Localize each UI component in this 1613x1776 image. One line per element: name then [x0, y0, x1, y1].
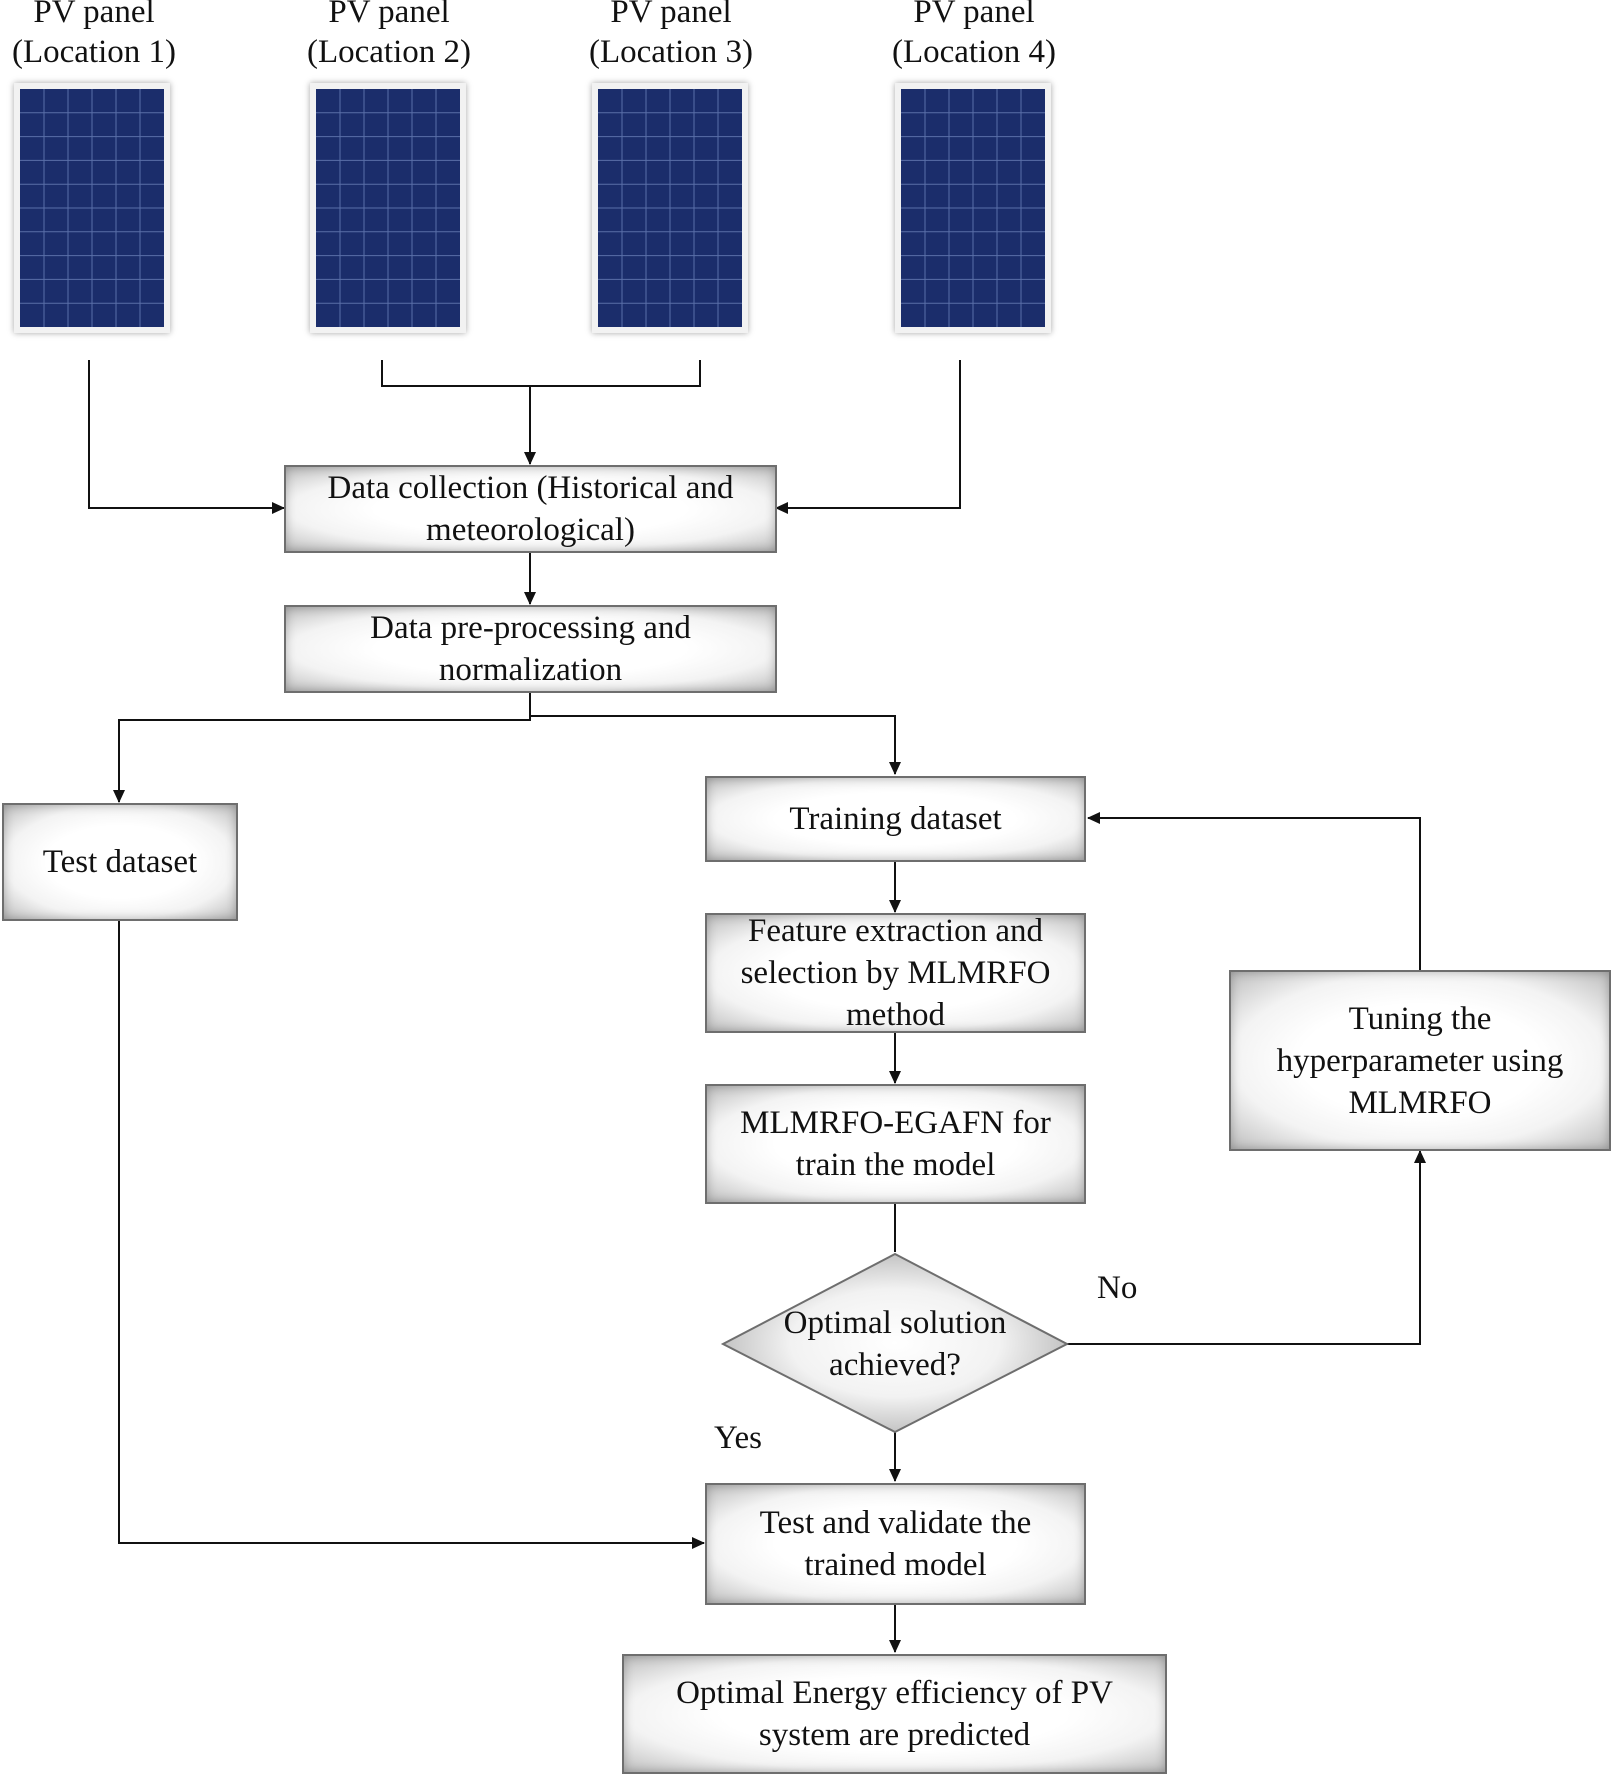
pv-panel-label-1: PV panel (Location 1) — [0, 0, 194, 72]
result-line1: Optimal Energy efficiency of PV — [676, 1675, 1113, 1711]
decision-diamond — [720, 1252, 1070, 1434]
edge-decision-no-to-tuning — [1067, 1150, 1426, 1345]
result-line2: system are predicted — [758, 1717, 1031, 1753]
decision-text: Optimal solution achieved? — [755, 1302, 1035, 1386]
pv-panel-location: (Location 4) — [891, 34, 1057, 70]
tuning-box: Tuning the hyperparameter using MLMRFO — [1229, 970, 1611, 1151]
pv-panel-label-4: PV panel (Location 4) — [874, 0, 1074, 72]
data-collection-box: Data collection (Historical and meteorol… — [284, 465, 777, 553]
test-dataset-box: Test dataset — [2, 803, 238, 921]
preprocessing-line1: Data pre-processing and — [370, 610, 691, 646]
train-model-box: MLMRFO-EGAFN for train the model — [705, 1084, 1086, 1204]
training-dataset-box: Training dataset — [705, 776, 1086, 862]
validate-line2: trained model — [804, 1547, 987, 1583]
pv-panel-location: (Location 3) — [588, 34, 754, 70]
pv-panel-location: (Location 2) — [306, 34, 472, 70]
pv-panel-title: PV panel — [328, 0, 450, 30]
data-collection-line2: meteorological) — [426, 512, 635, 548]
decision-line1: Optimal solution — [783, 1305, 1007, 1341]
validate-box: Test and validate the trained model — [705, 1483, 1086, 1605]
edge-testdataset-to-validate — [118, 921, 705, 1549]
pv-panel-title: PV panel — [33, 0, 155, 30]
pv-panel-title: PV panel — [913, 0, 1035, 30]
edge-preprocessing-to-training — [530, 715, 901, 775]
feature-extraction-line1: Feature extraction and — [747, 913, 1044, 949]
tuning-line3: MLMRFO — [1348, 1084, 1492, 1121]
edge-panel4-to-collection — [775, 360, 961, 514]
edge-panel1-to-collection — [88, 360, 285, 514]
solar-panel-icon — [20, 89, 164, 327]
pv-panel-label-3: PV panel (Location 3) — [571, 0, 771, 72]
test-dataset-label: Test dataset — [42, 844, 198, 880]
feature-extraction-line3: method — [846, 997, 945, 1033]
preprocessing-box: Data pre-processing and normalization — [284, 605, 777, 693]
edge-panel2-bracket — [381, 360, 701, 387]
feature-extraction-box: Feature extraction and selection by MLMR… — [705, 913, 1086, 1033]
data-collection-line1: Data collection (Historical and — [327, 470, 734, 506]
pv-panel-location: (Location 1) — [11, 34, 177, 70]
edge-tuning-to-training — [1087, 812, 1421, 970]
edge-preprocessing-split — [113, 692, 531, 803]
solar-panel-icon — [316, 89, 460, 327]
solar-panel-icon — [598, 89, 742, 327]
pv-panel-title: PV panel — [610, 0, 732, 30]
pv-panel-image-4 — [895, 83, 1051, 333]
pv-panel-image-1 — [14, 83, 170, 333]
tuning-line2: hyperparameter using — [1276, 1042, 1564, 1079]
feature-extraction-line2: selection by MLMRFO — [740, 955, 1051, 991]
preprocessing-line2: normalization — [438, 652, 623, 688]
validate-line1: Test and validate the — [759, 1505, 1032, 1541]
train-model-line1: MLMRFO-EGAFN for — [740, 1105, 1051, 1141]
edge-label-yes: Yes — [714, 1420, 763, 1456]
result-box: Optimal Energy efficiency of PV system a… — [622, 1654, 1167, 1774]
pv-panel-label-2: PV panel (Location 2) — [289, 0, 489, 72]
solar-panel-icon — [901, 89, 1045, 327]
edge-label-no: No — [1097, 1270, 1138, 1306]
tuning-line1: Tuning the — [1348, 1000, 1492, 1037]
decision-line2: achieved? — [829, 1347, 961, 1383]
pv-panel-image-2 — [310, 83, 466, 333]
train-model-line2: train the model — [795, 1147, 996, 1183]
pv-panel-image-3 — [592, 83, 748, 333]
training-dataset-label: Training dataset — [789, 801, 1002, 837]
